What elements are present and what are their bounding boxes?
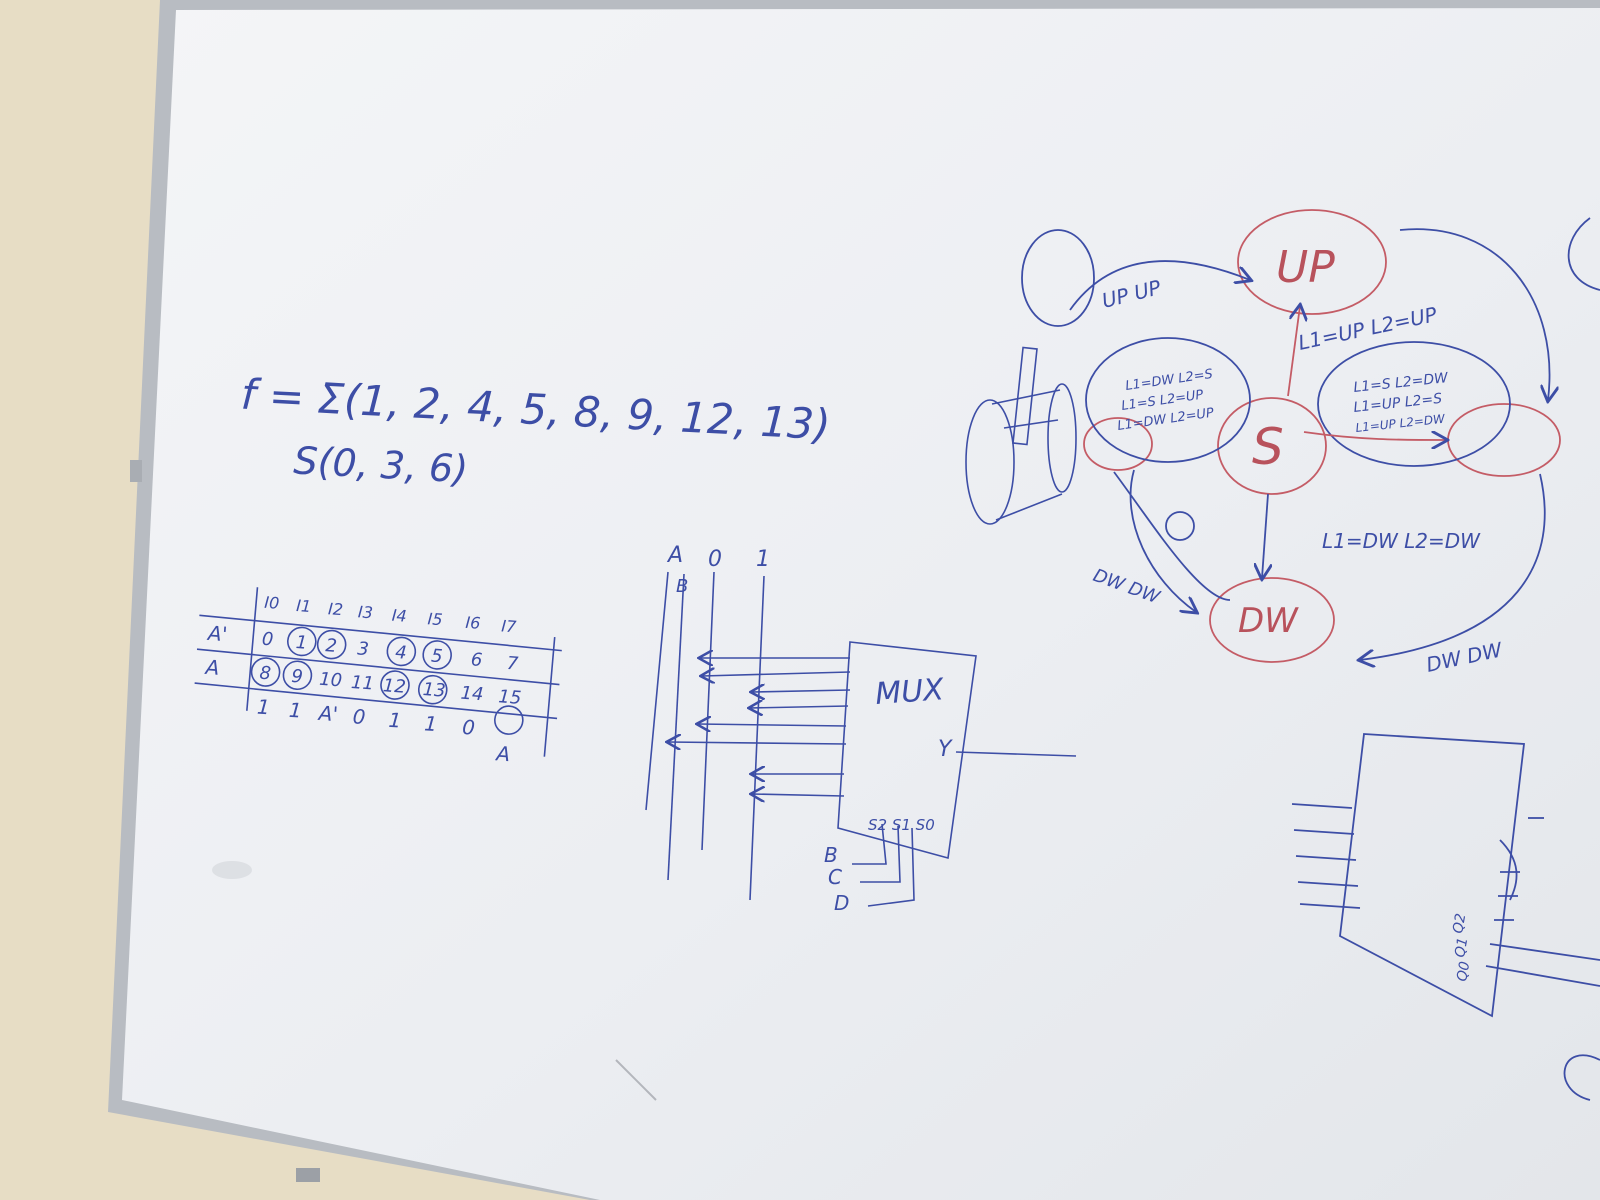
result-cell: 0: [352, 704, 366, 729]
result-cell: 1: [424, 711, 438, 736]
rail-label-0: 0: [708, 547, 722, 572]
table-header: I7: [501, 616, 518, 636]
minterm-circle: [494, 705, 524, 735]
board-clip: [130, 460, 142, 482]
minterm-circle: [417, 674, 448, 705]
rail-label-a: A: [666, 543, 683, 568]
scratch: [615, 1059, 657, 1101]
cell: 15: [498, 686, 522, 709]
state-dw: DW: [1238, 601, 1299, 641]
chip-sketch: [1291, 733, 1600, 1101]
result-cell: 0: [461, 715, 475, 740]
chip-pin-q0: Q0: [1454, 960, 1473, 982]
rail-label-1: 1: [756, 547, 770, 572]
cell: 6: [470, 649, 483, 671]
state-left-circle: [1083, 417, 1153, 471]
chip-body: [1339, 733, 1526, 1018]
table-header: I1: [296, 596, 312, 616]
smudge: [212, 861, 252, 879]
result-cell: 1: [288, 698, 302, 723]
edge-label: L1=DW L2=DW: [1322, 529, 1481, 553]
chip-pin-q1: Q1: [1452, 936, 1471, 958]
whiteboard-surface: [122, 8, 1600, 1200]
minterm-circle: [316, 629, 347, 660]
table-header: I4: [391, 606, 407, 626]
cell: 9: [291, 666, 304, 688]
mux-block: [837, 641, 977, 860]
mux-title: MUX: [874, 672, 946, 712]
result-cell: 1: [256, 695, 270, 720]
table-header: I2: [327, 599, 343, 619]
cell: 13: [422, 679, 446, 702]
mux-output-label: Y: [938, 737, 953, 762]
mux-select-label: S2 S1 S0: [868, 816, 935, 834]
minterm-circle: [422, 640, 452, 670]
table-header: I0: [264, 593, 280, 613]
minterm-circle: [286, 626, 317, 657]
minterm-circle: [282, 660, 313, 691]
select-input-c: C: [828, 865, 842, 889]
cell: 2: [325, 635, 338, 657]
mux-labels: A 0 1 B MUX Y S2 S1 S0 B C D: [666, 543, 953, 915]
cell: 4: [395, 642, 408, 664]
select-input-b: B: [824, 843, 838, 867]
cell: 3: [357, 638, 370, 660]
result-cell: 1: [388, 708, 402, 733]
row-label: A: [203, 655, 220, 680]
cell: 1: [295, 632, 308, 654]
row-label: A': [205, 621, 228, 646]
state-diagram: [1021, 209, 1600, 662]
result-cell: A: [494, 741, 511, 766]
cell: 8: [259, 663, 272, 685]
cell: 7: [506, 653, 519, 675]
cell: 0: [261, 629, 274, 651]
cell: 5: [430, 646, 443, 668]
marker-tray: [296, 1168, 320, 1182]
minterm-circle: [380, 670, 410, 700]
cell: 10: [318, 669, 342, 692]
robot-sketch: [965, 346, 1077, 525]
formula-line2: S(0, 3, 6): [293, 438, 470, 491]
table-header: I5: [427, 609, 443, 629]
minterm-circle: [250, 657, 281, 687]
rail-label-b: B: [676, 576, 688, 597]
select-input-d: D: [834, 891, 849, 915]
table-header: I6: [465, 613, 481, 633]
minterm-circle: [386, 636, 417, 667]
state-up-circle: [1237, 209, 1387, 315]
table-header: I3: [357, 602, 373, 622]
truth-table-text: I0 I1 I2 I3 I4 I5 I6 I7 A' A 0 1 2 3 4 5…: [203, 593, 522, 766]
state-up: UP: [1276, 242, 1335, 293]
state-s: S: [1252, 418, 1284, 476]
result-cell: A': [316, 701, 339, 726]
mux-circuit: [645, 571, 1077, 907]
chip-labels: Q2 Q1 Q0: [1450, 912, 1473, 982]
chip-pin-q2: Q2: [1450, 912, 1469, 934]
cell: 11: [350, 672, 374, 695]
cell: 12: [382, 675, 406, 698]
cell: 14: [460, 683, 484, 706]
truth-table: [194, 587, 562, 757]
state-s-circle: [1217, 397, 1327, 495]
